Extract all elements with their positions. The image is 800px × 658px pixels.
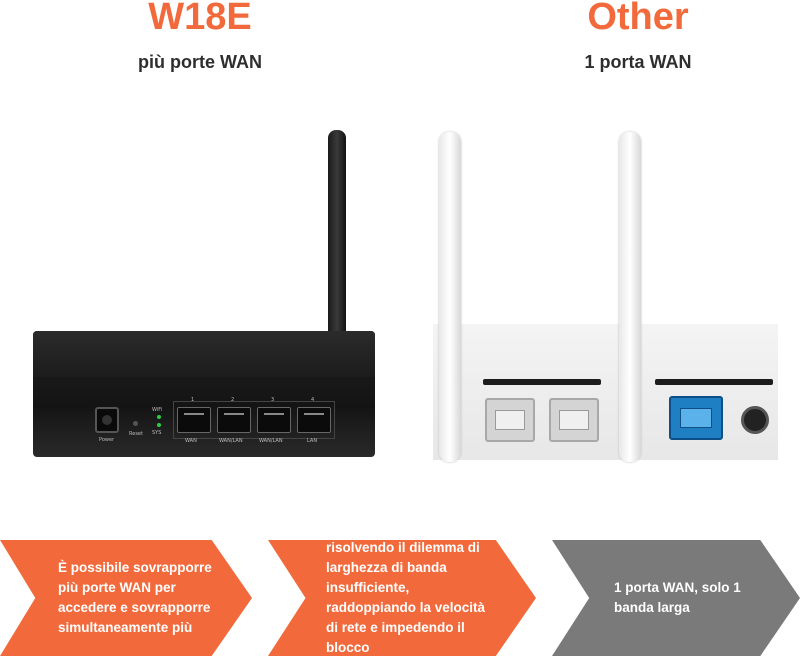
- feature-arrow-1: È possibile sovrapporre più porte WAN pe…: [0, 540, 252, 656]
- ethernet-port-icon: [257, 407, 291, 433]
- reset-hole-icon: [133, 421, 138, 426]
- other-title: Other: [587, 0, 689, 38]
- w18e-subtitle: più porte WAN: [138, 52, 262, 72]
- router-antenna: [439, 132, 461, 462]
- router-body: Power Reset WiFi SYS 1 2 3 4 WAN WAN/LAN…: [33, 331, 375, 457]
- other-subtitle: 1 porta WAN: [584, 52, 692, 72]
- router-antenna: [619, 132, 641, 462]
- ethernet-port-icon: [485, 398, 535, 442]
- ethernet-port-icon: [549, 398, 599, 442]
- port-label: WAN/LAN: [259, 438, 283, 444]
- other-router-image: [433, 128, 778, 462]
- power-jack-icon: [95, 407, 119, 433]
- ethernet-port-icon: [297, 407, 331, 433]
- other-arrow: 1 porta WAN, solo 1 banda larga: [552, 540, 800, 656]
- feature-arrow-2: risolvendo il dilemma di larghezza di ba…: [268, 540, 536, 656]
- reset-label: Reset: [129, 431, 143, 437]
- port-label: WAN/LAN: [219, 438, 243, 444]
- sys-label: SYS: [152, 430, 162, 436]
- ethernet-port-icon: [177, 407, 211, 433]
- power-jack-icon: [741, 406, 769, 434]
- router-body: [433, 324, 778, 460]
- wifi-label: WiFi: [152, 407, 163, 413]
- ethernet-port-icon: [217, 407, 251, 433]
- w18e-title: W18E: [148, 0, 252, 38]
- port-label: WAN: [185, 438, 197, 444]
- router-antenna: [328, 130, 346, 340]
- feature-text-2: risolvendo il dilemma di larghezza di ba…: [326, 540, 486, 655]
- other-text: 1 porta WAN, solo 1 banda larga: [614, 580, 741, 615]
- feature-text-1: È possibile sovrapporre più porte WAN pe…: [58, 560, 212, 635]
- port-label: LAN: [307, 438, 318, 444]
- sys-led-icon: [157, 423, 161, 427]
- wifi-led-icon: [157, 415, 161, 419]
- power-label: Power: [99, 437, 115, 443]
- wan-port-icon: [669, 396, 723, 440]
- w18e-router-image: Power Reset WiFi SYS 1 2 3 4 WAN WAN/LAN…: [30, 128, 375, 458]
